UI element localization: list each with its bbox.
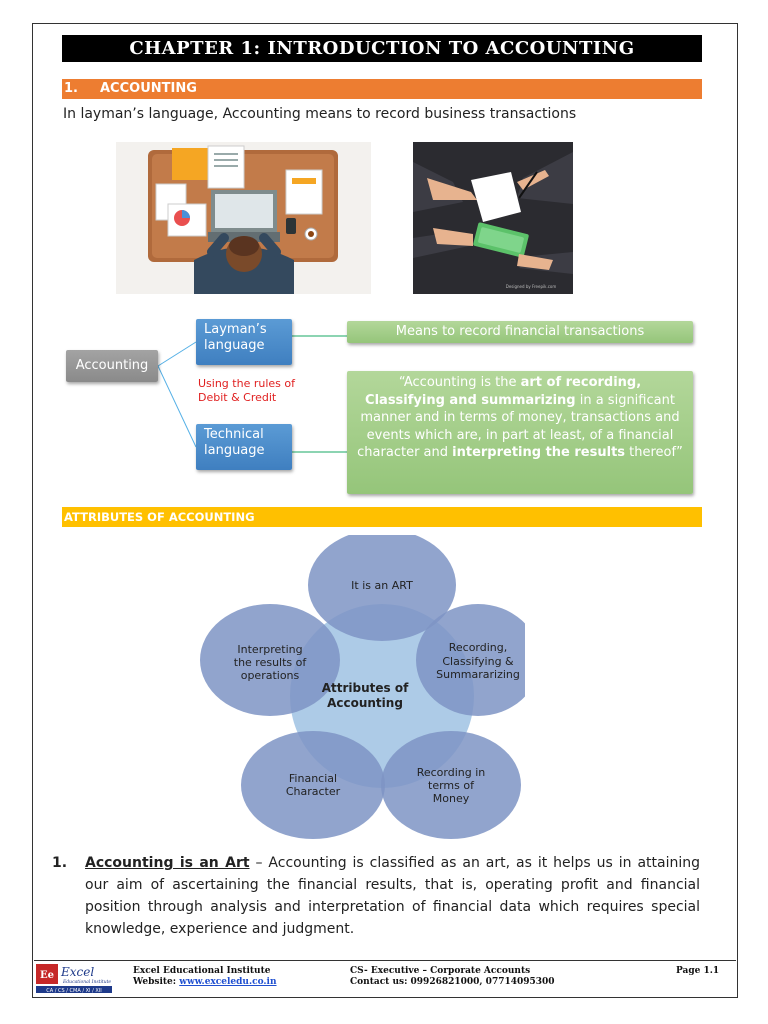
page-border	[32, 23, 738, 998]
section-title: ACCOUNTING	[100, 81, 197, 96]
logo-tagline: Educational Institute	[62, 979, 111, 985]
footer-course-block: CS- Executive – Corporate Accounts Conta…	[350, 966, 555, 988]
attribute-money-ellipse	[381, 731, 521, 839]
attributes-diagram: It is an ART Recording, Classifying & Su…	[200, 535, 525, 839]
footer-website-label: Website:	[133, 977, 180, 987]
excel-institute-logo: Ee Excel Educational Institute CA / CS /…	[36, 964, 112, 994]
diagram-connectors	[157, 335, 347, 453]
definition-text-3: thereof”	[625, 445, 683, 460]
accounting-root-box: Accounting	[66, 350, 158, 382]
debit-credit-note: Using the rules of Debit & Credit	[198, 377, 295, 405]
attribute-money-line3: Money	[433, 792, 470, 805]
definition-text-2: in a significant manner and in terms of …	[357, 392, 680, 461]
attribute-interpreting-line1: Interpreting	[237, 643, 302, 656]
section-number: 1.	[64, 81, 78, 96]
technical-language-line1: Technical	[204, 427, 264, 442]
definition-bold-1: art of recording, Classifying and summar…	[365, 375, 642, 408]
means-definition-box: Means to record financial transactions	[347, 321, 693, 343]
attribute-interpreting-line3: operations	[241, 669, 300, 682]
section-heading: 1. ACCOUNTING	[62, 79, 702, 99]
technical-definition-box: “Accounting is the art of recording, Cla…	[347, 371, 693, 494]
definition-text-1: “Accounting is the	[398, 375, 521, 390]
point-body: – Accounting is classified as an art, as…	[85, 855, 700, 937]
attribute-financial-ellipse	[241, 731, 385, 839]
logo-courses: CA / CS / CMA / XI / XII	[46, 988, 102, 994]
attribute-interpreting-ellipse	[200, 604, 340, 716]
debit-credit-note-line1: Using the rules of	[198, 377, 295, 390]
logo-name: Excel	[60, 965, 94, 979]
footer-institute-block: Excel Educational Institute Website: www…	[133, 966, 277, 988]
technical-language-line2: language	[204, 443, 265, 458]
image-credit: Designed by Freepik.com	[506, 284, 557, 289]
intro-text: In layman’s language, Accounting means t…	[63, 106, 577, 122]
attributes-heading: ATTRIBUTES OF ACCOUNTING	[62, 507, 702, 527]
point-text: Accounting is an Art – Accounting is cla…	[85, 852, 700, 940]
footer-contact: Contact us: 09926821000, 07714095300	[350, 977, 555, 987]
technical-language-box: Technical language	[196, 424, 292, 470]
point-accounting-is-art: 1. Accounting is an Art – Accounting is …	[52, 852, 700, 940]
chapter-title: CHAPTER 1: INTRODUCTION TO ACCOUNTING	[62, 35, 702, 62]
point-lead: Accounting is an Art	[85, 855, 250, 871]
footer-page-number: Page 1.1	[676, 966, 720, 976]
attribute-art-ellipse	[308, 535, 456, 641]
attribute-financial-line1: Financial	[289, 772, 337, 785]
attributes-center-line2: Accounting	[327, 696, 403, 710]
attribute-recording-line3: Summararizing	[436, 668, 520, 681]
laymans-language-box: Layman’s language	[196, 319, 292, 365]
money-exchange-image: Designed by Freepik.com	[413, 142, 573, 294]
attribute-recording-line2: Classifying &	[442, 655, 514, 668]
attribute-money-line1: Recording in	[417, 766, 486, 779]
footer-course: CS- Executive – Corporate Accounts	[350, 966, 531, 976]
footer-divider	[34, 960, 736, 961]
laymans-language-line1: Layman’s	[204, 322, 267, 337]
attribute-financial-line2: Character	[286, 785, 341, 798]
footer-website-link[interactable]: www.exceledu.co.in	[179, 977, 277, 987]
attribute-art-label: It is an ART	[351, 579, 413, 592]
laymans-language-line2: language	[204, 338, 265, 353]
logo-mark: Ee	[40, 970, 54, 981]
point-number: 1.	[52, 855, 68, 871]
attribute-interpreting-line2: the results of	[234, 656, 308, 669]
debit-credit-note-line2: Debit & Credit	[198, 391, 277, 404]
definition-bold-2: interpreting the results	[452, 445, 626, 460]
footer-institute: Excel Educational Institute	[133, 966, 271, 976]
attribute-recording-line1: Recording,	[449, 641, 508, 654]
footer-website-line: Website: www.exceledu.co.in	[133, 977, 277, 988]
attribute-recording-ellipse	[416, 604, 525, 716]
office-illustration	[116, 142, 371, 294]
attributes-center-line1: Attributes of	[322, 681, 409, 695]
attribute-money-line2: terms of	[428, 779, 475, 792]
